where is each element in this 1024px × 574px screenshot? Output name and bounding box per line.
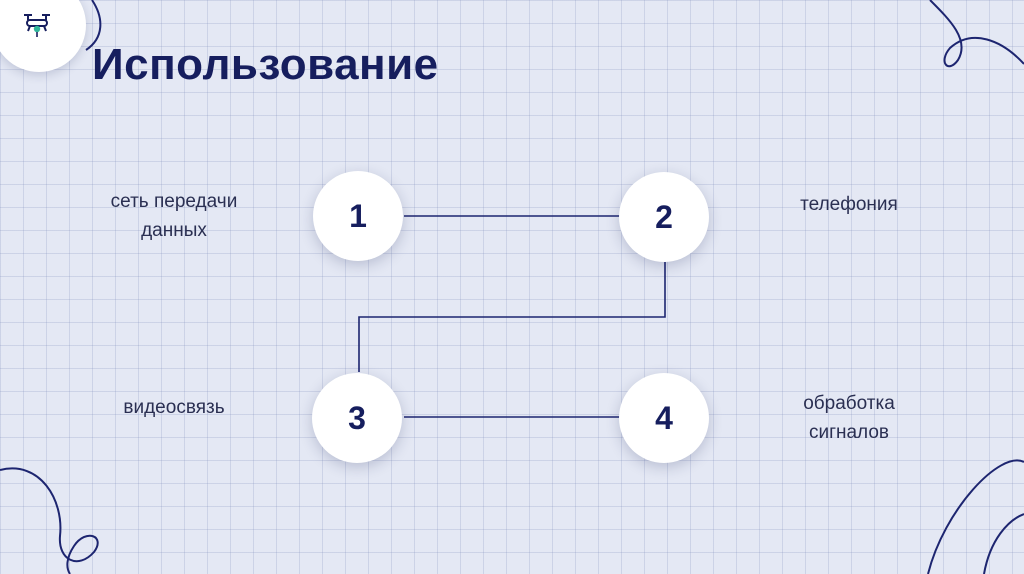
step-circle-3: 3	[312, 373, 402, 463]
step-label-2: телефония	[800, 194, 898, 215]
connector-2-3	[358, 262, 666, 372]
page-title: Использование	[92, 40, 439, 89]
drone-icon	[24, 14, 50, 37]
step-circle-1: 1	[313, 171, 403, 261]
step-label-3: видеосвязь	[123, 397, 225, 418]
step-label-4: обработка сигналов	[803, 393, 895, 443]
step-circle-4: 4	[619, 373, 709, 463]
step-label-1: сеть передачи данных	[110, 191, 238, 241]
step-circle-2: 2	[619, 172, 709, 262]
